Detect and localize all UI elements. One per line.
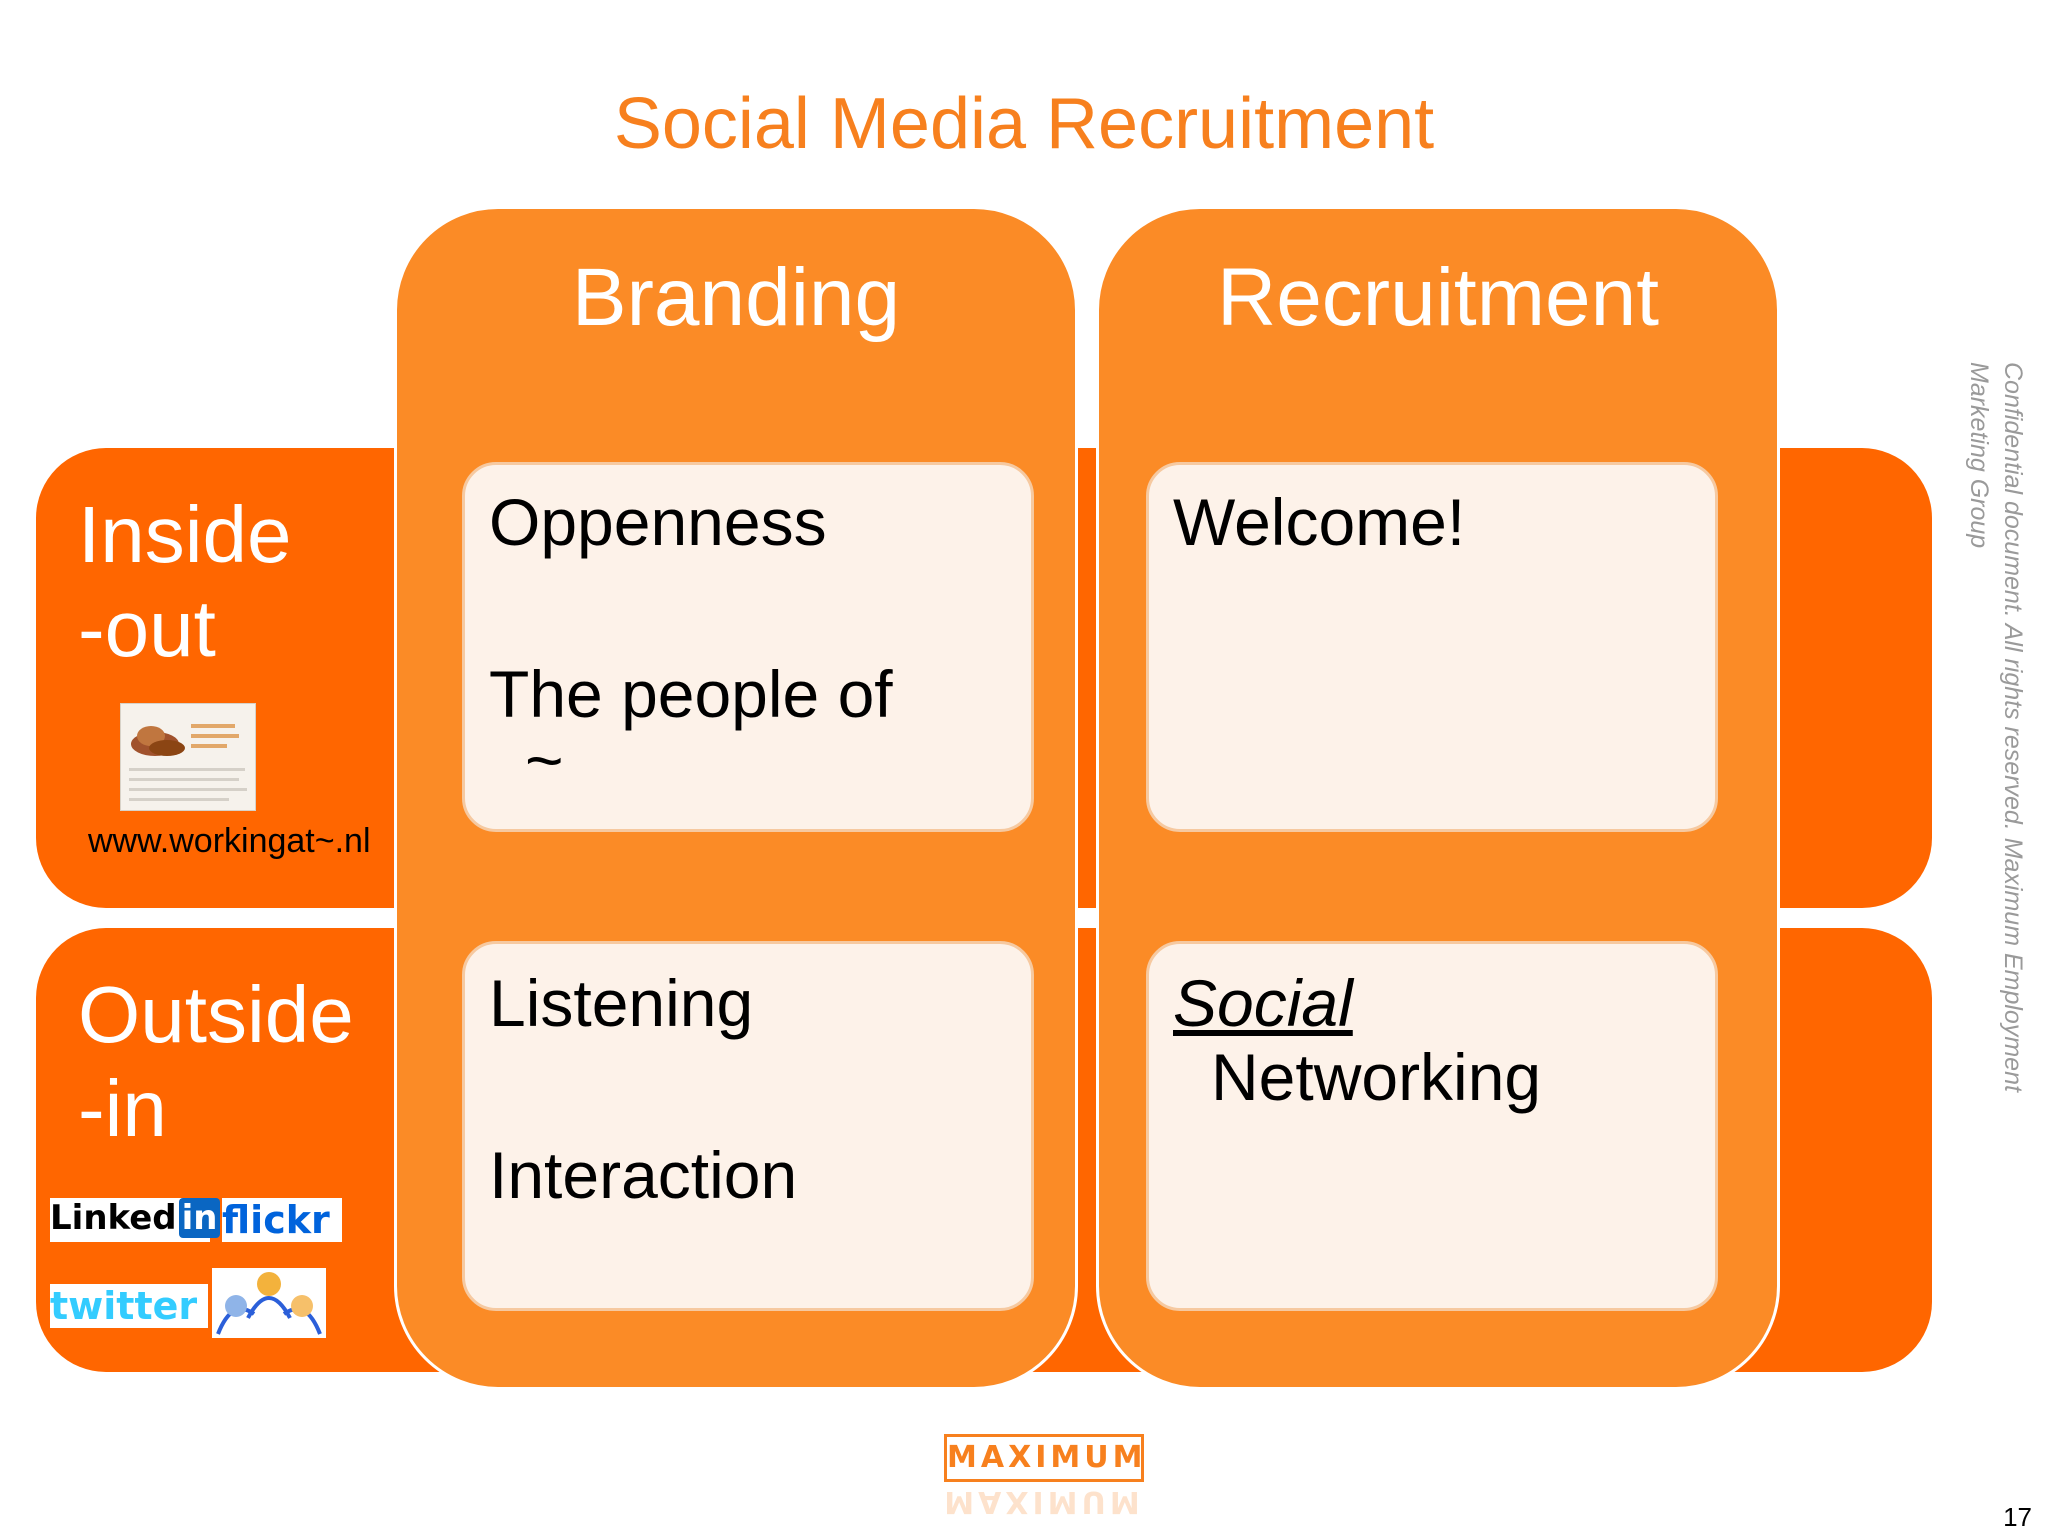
row-label-line: -out [78, 584, 216, 673]
cell-text: Interaction [489, 1138, 798, 1212]
cell-inside-recruitment: Welcome! [1146, 462, 1718, 832]
row-label-inside-out: Inside -out [78, 488, 291, 676]
linkedin-wordmark: Linked [50, 1198, 177, 1238]
social-people-icon [212, 1268, 326, 1338]
cell-text: The people of [489, 657, 893, 731]
website-url: www.workingat~.nl [88, 822, 371, 860]
shoes-thumbnail-image [120, 703, 256, 811]
confidential-notice-line: Confidential document. All rights reserv… [1999, 362, 2027, 1092]
row-label-line: Outside [78, 970, 354, 1059]
maximum-logo-reflection: MAXIMUM [944, 1486, 1144, 1519]
page-number: 17 [2003, 1502, 2032, 1532]
confidential-notice-line: Marketing Group [1965, 362, 1993, 549]
cell-inside-branding: Oppenness The people of ~ [462, 462, 1034, 832]
cell-text: Oppenness [489, 485, 827, 559]
cell-outside-branding: Listening Interaction [462, 941, 1034, 1311]
cell-text: Welcome! [1173, 485, 1466, 559]
slide-title: Social Media Recruitment [613, 84, 1435, 164]
row-label-line: Inside [78, 490, 292, 579]
linkedin-in-box: in [178, 1198, 221, 1238]
column-header-recruitment: Recruitment [1216, 252, 1660, 343]
cell-text: ~ [525, 723, 564, 797]
shoes-icon [121, 704, 255, 810]
cell-outside-recruitment: Social Networking [1146, 941, 1718, 1311]
column-header-branding: Branding [571, 252, 901, 343]
cell-text: Social [1173, 966, 1353, 1040]
twitter-logo: twitter [50, 1284, 208, 1328]
row-label-line: -in [78, 1064, 167, 1153]
cell-text: Networking [1211, 1040, 1542, 1114]
maximum-logo: MAXIMUM [944, 1434, 1144, 1482]
confidential-notice: Confidential document. All rights reserv… [1965, 362, 2030, 1222]
cell-text: Listening [489, 966, 754, 1040]
row-label-outside-in: Outside -in [78, 968, 354, 1156]
flickr-logo: flickr [222, 1198, 342, 1242]
